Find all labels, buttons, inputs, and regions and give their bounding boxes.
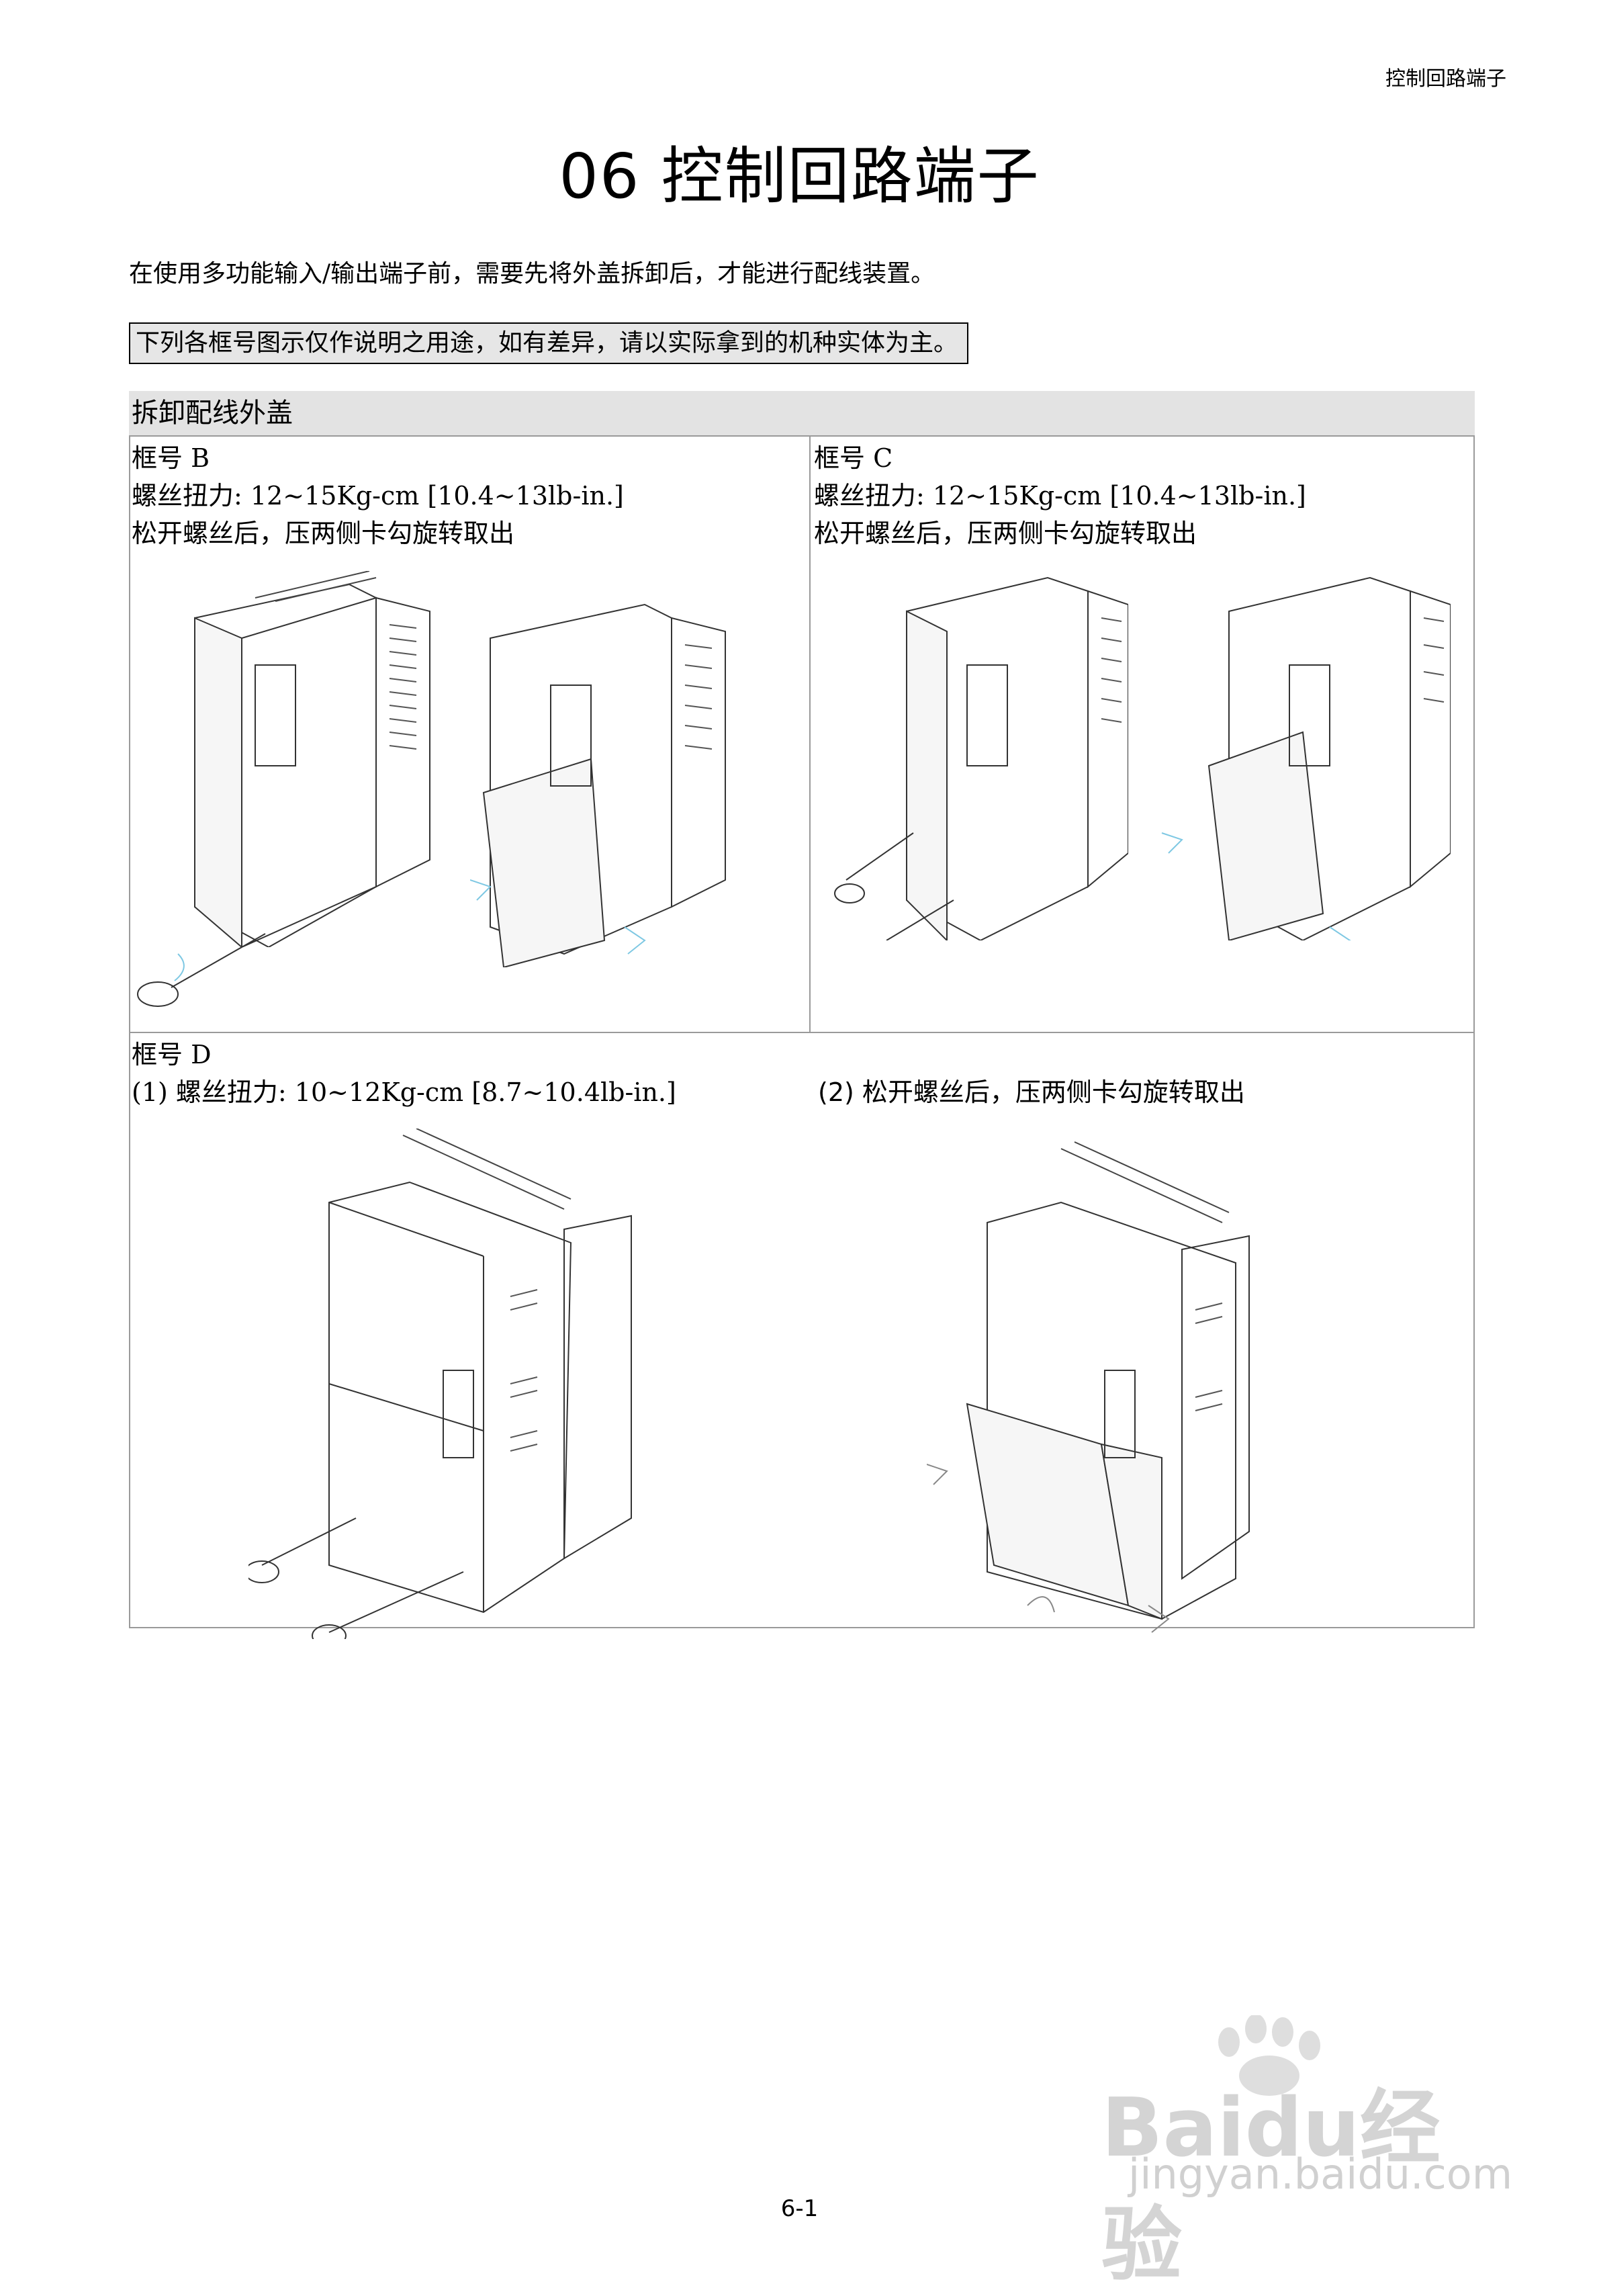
frame-d-text: 框号 D (1) 螺丝扭力: 10~12Kg-cm [8.7~10.4lb-in… [132,1036,676,1111]
frame-d-drive-open-drawing [927,1141,1250,1633]
frame-b-label: 框号 B [132,443,210,473]
page-number: 6-1 [780,2195,819,2222]
frame-d-step2: (2) 松开螺丝后，压两侧卡勾旋转取出 [818,1077,1245,1107]
frame-b-torque: 螺丝扭力: 12~15Kg-cm [10.4~13lb-in.] [132,481,624,511]
frame-c-torque: 螺丝扭力: 12~15Kg-cm [10.4~13lb-in.] [814,481,1306,511]
baidu-watermark: Baidu经验 jingyan.baidu.com [1101,2015,1512,2292]
section-title: 拆卸配线外盖 [129,391,1475,435]
note-box: 下列各框号图示仅作说明之用途，如有差异，请以实际拿到的机种实体为主。 [129,322,969,364]
frame-d-label: 框号 D [132,1040,212,1069]
frame-c-instruction: 松开螺丝后，压两侧卡勾旋转取出 [814,519,1197,548]
watermark-brand: Baidu经验 [1101,2082,1441,2292]
table-divider-horizontal [129,1032,1475,1033]
frame-b-text: 框号 B 螺丝扭力: 12~15Kg-cm [10.4~13lb-in.] 松开… [132,439,624,552]
frame-b-screwdriver-icon [137,933,266,1007]
watermark-url: jingyan.baidu.com [1128,2150,1513,2199]
frame-b-drive-closed-drawing [194,571,430,947]
frame-c-text: 框号 C 螺丝扭力: 12~15Kg-cm [10.4~13lb-in.] 松开… [814,439,1306,552]
paw-logo-icon [1218,2015,1320,2096]
intro-paragraph: 在使用多功能输入/输出端子前，需要先将外盖拆卸后，才能进行配线装置。 [129,260,935,288]
frame-d-step1: (1) 螺丝扭力: 10~12Kg-cm [8.7~10.4lb-in.] [132,1077,676,1107]
frame-c-drive-closed-drawing [834,576,1128,940]
table-divider-vertical [809,435,811,1033]
frame-c-label: 框号 C [814,443,893,473]
running-header: 控制回路端子 [1385,67,1506,91]
frame-c-drive-open-drawing [1161,576,1451,940]
frame-b-drive-open-drawing [470,603,726,967]
frame-b-instruction: 松开螺丝后，压两侧卡勾旋转取出 [132,519,515,548]
chapter-title: 06 控制回路端子 [559,140,1040,212]
frame-d-drive-closed-drawing [248,1129,632,1639]
